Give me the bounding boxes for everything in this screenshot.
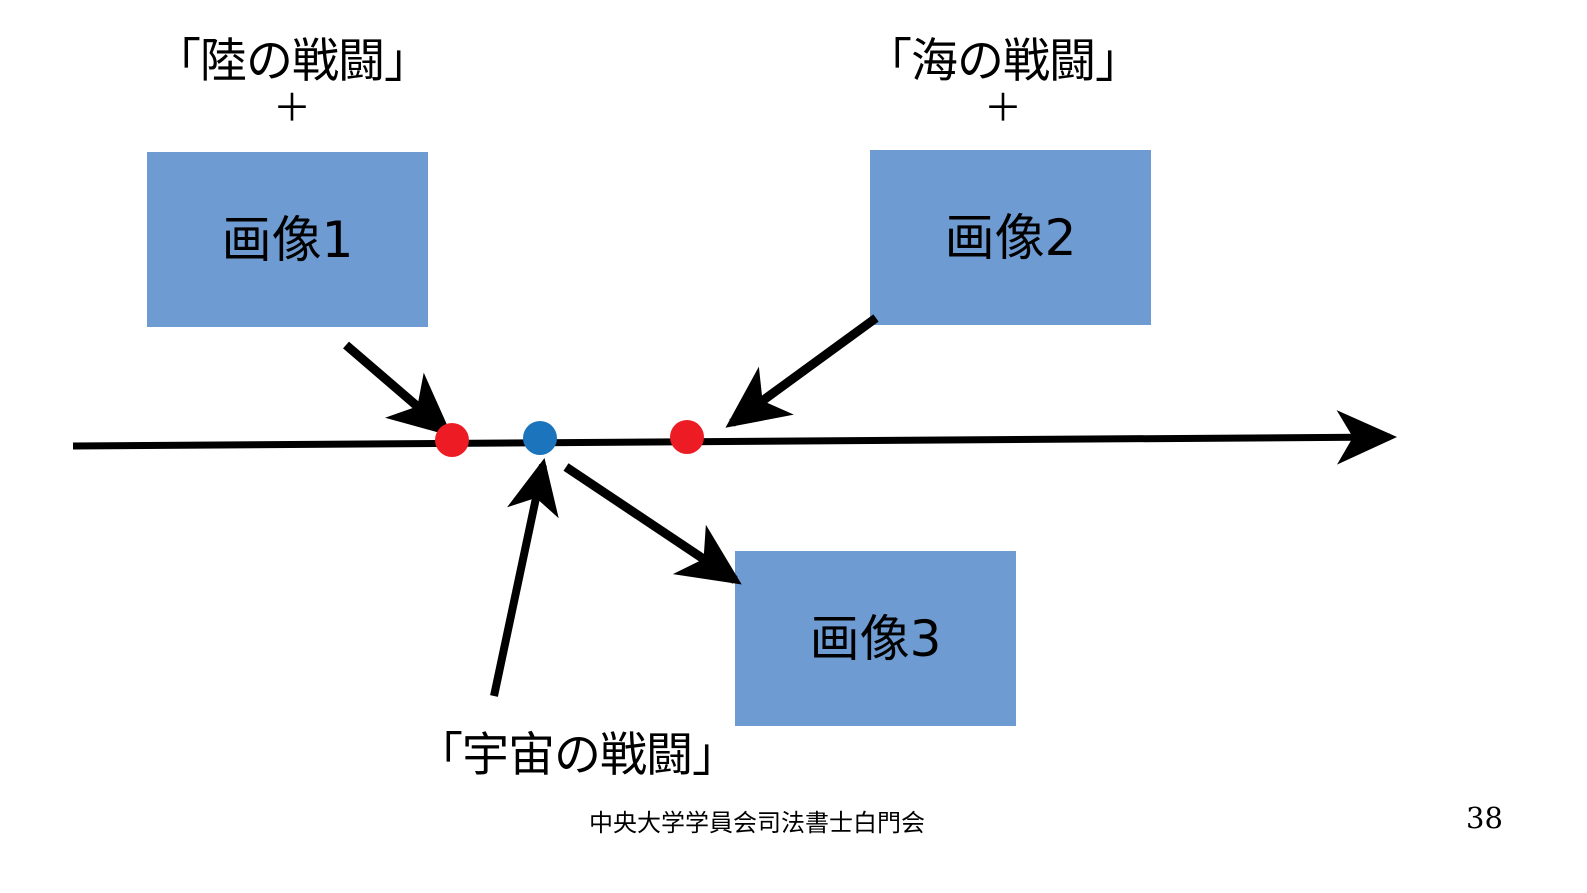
callout-title-land: 「陸の戦闘」 xyxy=(154,34,431,89)
image-box-1[interactable]: 画像1 xyxy=(147,152,428,327)
timeline-marker-sea[interactable] xyxy=(670,420,704,454)
arrow-image2-to-marker xyxy=(725,314,879,428)
callout-title-sea: 「海の戦闘」 xyxy=(865,34,1142,89)
image-box-2[interactable]: 画像2 xyxy=(870,150,1151,325)
page-number: 38 xyxy=(1466,801,1503,835)
callout-label-land: 「陸の戦闘」 ＋ xyxy=(147,38,437,127)
callout-plus-sea: ＋ xyxy=(983,86,1022,130)
image-box-3-label: 画像3 xyxy=(809,609,942,668)
timeline-axis xyxy=(72,410,1397,465)
timeline-marker-land[interactable] xyxy=(435,423,469,457)
callout-label-sea: 「海の戦闘」 ＋ xyxy=(858,38,1148,127)
image-box-1-label: 画像1 xyxy=(221,210,354,269)
image-box-3[interactable]: 画像3 xyxy=(735,551,1016,726)
image-box-2-label: 画像2 xyxy=(944,208,1077,267)
arrow-marker-to-image3 xyxy=(563,463,742,585)
timeline-marker-space[interactable] xyxy=(523,421,557,455)
bottom-label-space: 「宇宙の戦闘」 xyxy=(416,728,739,783)
callout-plus-land: ＋ xyxy=(272,86,311,130)
footer-organization: 中央大学学員会司法書士白門会 xyxy=(589,809,925,837)
arrow-bottom-label-to-marker xyxy=(490,457,559,697)
arrow-image1-to-marker xyxy=(343,341,453,437)
